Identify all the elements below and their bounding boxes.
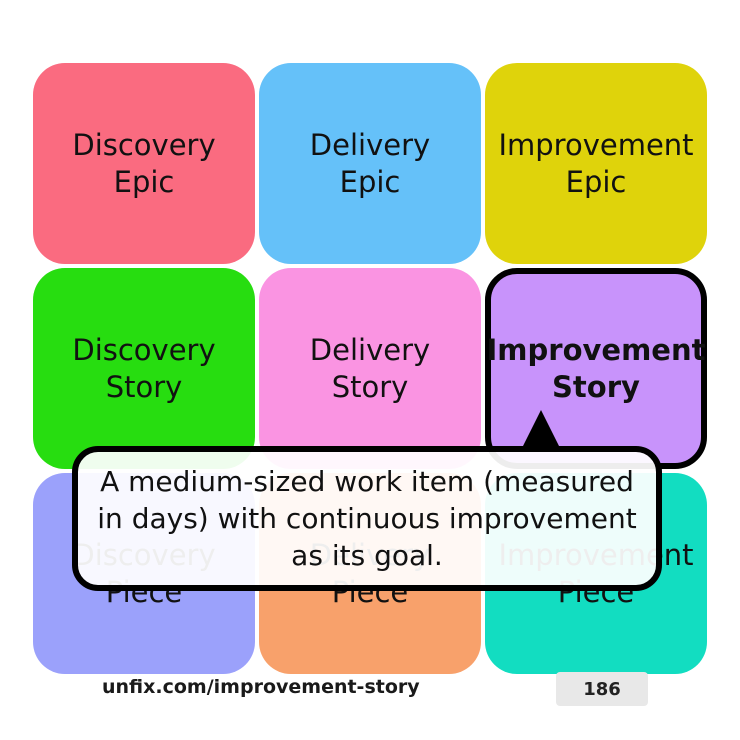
- delivery-story-label: Delivery Story: [309, 332, 431, 404]
- improvement-story-label: Improvement Story: [486, 332, 706, 404]
- page-number-badge: 186: [556, 672, 648, 706]
- improvement-story-tile[interactable]: Improvement Story: [485, 268, 707, 469]
- delivery-epic-label: Delivery Epic: [309, 127, 431, 199]
- delivery-epic-tile[interactable]: Delivery Epic: [259, 63, 481, 264]
- tooltip-text: A medium-sized work item (measured in da…: [97, 465, 637, 572]
- discovery-story-tile[interactable]: Discovery Story: [33, 268, 255, 469]
- discovery-epic-tile[interactable]: Discovery Epic: [33, 63, 255, 264]
- improvement-epic-tile[interactable]: Improvement Epic: [485, 63, 707, 264]
- definition-tooltip: A medium-sized work item (measured in da…: [72, 446, 662, 591]
- footer-url-link[interactable]: unfix.com/improvement-story: [102, 676, 420, 698]
- tooltip-pointer: [523, 410, 559, 446]
- improvement-epic-label: Improvement Epic: [498, 127, 694, 199]
- discovery-story-label: Discovery Story: [72, 332, 216, 404]
- delivery-story-tile[interactable]: Delivery Story: [259, 268, 481, 469]
- discovery-epic-label: Discovery Epic: [72, 127, 216, 199]
